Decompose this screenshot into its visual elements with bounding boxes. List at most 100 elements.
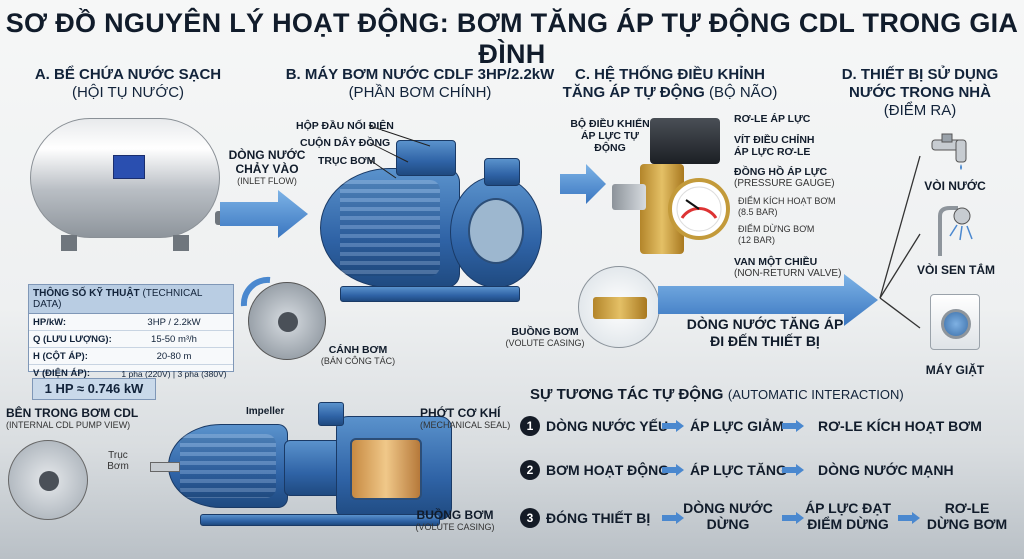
check-valve-detail: [578, 266, 660, 348]
impeller-sub: (BÁN CÔNG TÁC): [320, 356, 396, 366]
section-d-header: D. THIẾT BỊ SỬ DỤNG NƯỚC TRONG NHÀ (ĐIỂM…: [820, 66, 1020, 120]
step-arrow-icon: [782, 512, 804, 524]
page-title: SƠ ĐỒ NGUYÊN LÝ HOẠT ĐỘNG: BƠM TĂNG ÁP T…: [5, 8, 1019, 69]
spec-key: HP/kW:: [33, 316, 67, 328]
spec-key: H (CỘT ÁP):: [33, 350, 88, 362]
junction-box: [396, 140, 456, 176]
section-b-header: B. MÁY BƠM NƯỚC CDLF 3HP/2.2kW (PHẦN BƠM…: [270, 66, 570, 102]
label-relay: RƠ-LE ÁP LỰC: [734, 113, 811, 125]
label-check-valve: VAN MỘT CHIỀU (NON-RETURN VALVE): [734, 256, 841, 279]
spec-row: V (ĐIỆN ÁP): 1 pha (220V) | 3 pha (380V): [29, 365, 233, 382]
shaft-line-1: Trục: [108, 450, 128, 461]
start-line-1: ĐIỂM KÍCH HOẠT BƠM: [738, 196, 836, 206]
spec-row: H (CỘT ÁP): 20-80 m: [29, 348, 233, 365]
section-c-heading-1: C. HỆ THỐNG ĐIỀU KHỈNH: [574, 66, 765, 83]
screw-line-1: VÍT ĐIỀU CHỈNH: [734, 134, 815, 146]
step-number: 2: [520, 460, 540, 480]
pressure-relay-box: [650, 118, 720, 164]
start-line-2: (8.5 BAR): [738, 207, 778, 217]
coupling-housing: [284, 440, 342, 496]
step-number: 1: [520, 416, 540, 436]
label-start-point: ĐIỂM KÍCH HOẠT BƠM (8.5 BAR): [738, 196, 836, 218]
stop-line-1: ĐIỂM DỪNG BƠM: [738, 224, 815, 234]
washing-machine-icon: [930, 294, 980, 350]
label-gauge: ĐỒNG HỒ ÁP LỰC (PRESSURE GAUGE): [734, 166, 835, 189]
section-a-sub: (HỘI TỤ NƯỚC): [71, 84, 185, 101]
internal-impeller-image: [8, 440, 88, 520]
tank-label-plate: [113, 155, 145, 179]
inside-shaft-label: Trục Bơm: [98, 450, 138, 472]
step-arrow-icon: [782, 420, 804, 432]
pump-outlet: [484, 158, 520, 186]
spec-value: 15-50 m³/h: [151, 333, 197, 345]
step-2-b: ÁP LỰC TĂNG: [690, 462, 787, 478]
step-3-d-line-2: DỪNG BƠM: [926, 516, 1008, 532]
step-3-c-line-1: ÁP LỰC ĐẠT: [804, 500, 892, 516]
pump-base: [340, 286, 520, 302]
pressure-gauge: [668, 178, 730, 240]
label-junction-box: HỘP ĐẦU NỐI ĐIỆN: [296, 120, 394, 132]
shaft-end: [150, 462, 180, 472]
main-pump: [300, 110, 550, 340]
faucet-icon: [930, 132, 978, 172]
step-3-b-line-2: DỪNG: [706, 516, 750, 532]
spec-row: Q (LƯU LƯỢNG): 15-50 m³/h: [29, 331, 233, 348]
spec-value: 3HP / 2.2kW: [147, 316, 201, 328]
boosted-flow-arrow: [658, 274, 878, 326]
spec-header: THÔNG SỐ KỸ THUẬT: [33, 288, 140, 299]
volute-cutaway: [468, 198, 524, 264]
inlet-line-1: DÒNG NƯỚC: [228, 148, 306, 162]
screw-line-2: ÁP LỰC RƠ-LE: [734, 146, 811, 158]
section-b-sub: (PHẦN BƠM CHÍNH): [348, 84, 492, 101]
seal-sub: (MECHANICAL SEAL): [420, 420, 511, 430]
inlet-label: DÒNG NƯỚC CHẢY VÀO (INLET FLOW): [222, 148, 312, 187]
step-3-a: ĐÓNG THIẾT BỊ: [546, 510, 651, 526]
tank-leg: [61, 235, 77, 251]
inside-pump-header: BÊN TRONG BƠM CDL (INTERNAL CDL PUMP VIE…: [6, 406, 156, 431]
step-3-b: DÒNG NƯỚC DỪNG: [680, 500, 776, 532]
step-number: 3: [520, 508, 540, 528]
section-d-sub: (ĐIỂM RA): [883, 102, 957, 119]
step-1-b: ÁP LỰC GIẢM: [690, 418, 784, 434]
shaft-line-2: Bơm: [107, 461, 129, 472]
step-arrow-icon: [898, 512, 920, 524]
interaction-sub: (AUTOMATIC INTERACTION): [727, 387, 904, 402]
internal-outlet: [318, 402, 344, 426]
section-c-header: C. HỆ THỐNG ĐIỀU KHỈNH TĂNG ÁP TỰ ĐỘNG (…: [560, 66, 780, 102]
pump-to-control-arrow: [560, 164, 606, 204]
step-arrow-icon: [662, 512, 684, 524]
controller-line-2: ÁP LỰC TỰ ĐỘNG: [580, 130, 640, 154]
label-impeller: CÁNH BƠM (BÁN CÔNG TÁC): [318, 344, 398, 367]
impeller-image: [248, 282, 326, 360]
volute-sub: (VOLUTE CASING): [505, 338, 585, 348]
internal-pump: [150, 400, 460, 540]
interaction-header: SỰ TƯƠNG TÁC TỰ ĐỘNG (AUTOMATIC INTERACT…: [530, 386, 904, 404]
volute-text: BUỒNG BƠM: [511, 326, 579, 338]
label-volute: BUỒNG BƠM (VOLUTE CASING): [500, 326, 590, 349]
step-3-c-line-2: ĐIỂM DỪNG: [807, 516, 889, 532]
section-b-heading: B. MÁY BƠM NƯỚC CDLF 3HP/2.2kW: [285, 66, 555, 83]
step-1-a: DÒNG NƯỚC YẾU: [546, 418, 669, 434]
step-arrow-icon: [662, 420, 684, 432]
gauge-text: ĐỒNG HỒ ÁP LỰC: [734, 166, 828, 178]
tank-leg: [173, 235, 189, 251]
device-label-shower: VÒI SEN TẮM: [916, 263, 995, 277]
spec-header-sub: (TECHNICAL DATA): [33, 288, 203, 310]
step-2-c: DÒNG NƯỚC MẠNH: [818, 462, 954, 478]
spec-key: V (ĐIỆN ÁP):: [33, 368, 90, 379]
inside-sub: (INTERNAL CDL PUMP VIEW): [6, 420, 131, 430]
seal-text: PHỚT CƠ KHÍ: [420, 406, 501, 420]
section-a-heading: A. BỂ CHỨA NƯỚC SẠCH: [34, 66, 222, 83]
label-controller: BỘ ĐIỀU KHIỂN ÁP LỰC TỰ ĐỘNG: [564, 118, 656, 154]
internal-rotor: [350, 438, 422, 500]
internal-base: [200, 514, 440, 526]
hp-conversion-note: 1 HP ≈ 0.746 kW: [32, 378, 156, 400]
pump-leader-lines: [370, 125, 431, 179]
spec-value: 1 pha (220V) | 3 pha (380V): [121, 368, 227, 379]
inside-seal-label: PHỚT CƠ KHÍ (MECHANICAL SEAL): [420, 406, 510, 431]
impeller-text: CÁNH BƠM: [328, 344, 388, 356]
valve-text: VAN MỘT CHIỀU: [734, 256, 818, 268]
section-c-sub: (BỘ NÃO): [709, 84, 778, 101]
inlet-sub: (INLET FLOW): [237, 176, 297, 186]
water-tank: [30, 118, 229, 251]
